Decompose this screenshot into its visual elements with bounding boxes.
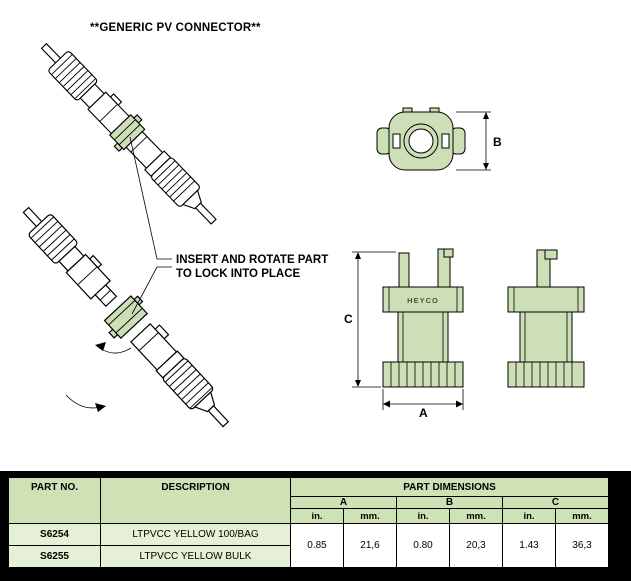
dim-c-label: C — [344, 312, 353, 326]
dim-b-mm-value: 20,3 — [449, 523, 503, 568]
rotate-arrow-icon — [95, 342, 132, 354]
dim-c-in-value: 1.43 — [502, 523, 556, 568]
header-description: DESCRIPTION — [100, 477, 291, 524]
table-row: S6255 LTPVCC YELLOW BULK — [8, 545, 609, 568]
dim-a-label: A — [419, 406, 428, 420]
unit-b-mm: mm. — [449, 508, 503, 524]
connector-assembly-mated — [40, 42, 217, 225]
header-part-dimensions: PART DIMENSIONS — [290, 477, 609, 497]
side-view — [507, 249, 585, 388]
top-view — [376, 107, 466, 171]
insert-rotate-note-line1: INSERT AND ROTATE PART — [176, 254, 328, 266]
dim-b-label: B — [493, 135, 502, 149]
dim-b-in-value: 0.80 — [396, 523, 450, 568]
rotate-arrow-icon — [65, 394, 106, 412]
unit-b-in: in. — [396, 508, 450, 524]
page-title: **GENERIC PV CONNECTOR** — [90, 22, 261, 34]
unit-c-in: in. — [502, 508, 556, 524]
unit-c-mm: mm. — [555, 508, 609, 524]
part-no-cell: S6254 — [8, 523, 101, 546]
description-cell: LTPVCC YELLOW 100/BAG — [100, 523, 291, 546]
dim-a-in-value: 0.85 — [290, 523, 344, 568]
table-panel: PART NO. DESCRIPTION PART DIMENSIONS A B… — [0, 471, 631, 581]
unit-a-in: in. — [290, 508, 344, 524]
dim-c-mm-value: 36,3 — [555, 523, 609, 568]
dim-a-mm-value: 21,6 — [343, 523, 397, 568]
header-dim-b: B — [396, 496, 503, 509]
header-dim-c: C — [502, 496, 609, 509]
dimension-a: A — [382, 389, 464, 420]
connector-drawing: **GENERIC PV CONNECTOR** — [22, 22, 585, 428]
unit-a-mm: mm. — [343, 508, 397, 524]
leader-line — [129, 136, 172, 260]
leader-line — [131, 266, 172, 315]
table-row: S6254 LTPVCC YELLOW 100/BAG 0.85 21,6 0.… — [8, 523, 609, 568]
insert-rotate-note-line2: TO LOCK INTO PLACE — [176, 268, 300, 280]
part-no-cell: S6255 — [8, 545, 101, 568]
header-part-no: PART NO. — [8, 477, 101, 524]
locking-clip — [103, 295, 149, 339]
dimension-c: C — [344, 251, 396, 388]
brand-label: HEYCO — [407, 296, 439, 305]
connector-assembly-separated — [22, 206, 230, 428]
parts-table: PART NO. DESCRIPTION PART DIMENSIONS A B… — [8, 477, 609, 568]
header-dim-a: A — [290, 496, 397, 509]
description-cell: LTPVCC YELLOW BULK — [100, 545, 291, 568]
dimension-b: B — [456, 111, 502, 171]
front-view: HEYCO — [382, 248, 464, 388]
